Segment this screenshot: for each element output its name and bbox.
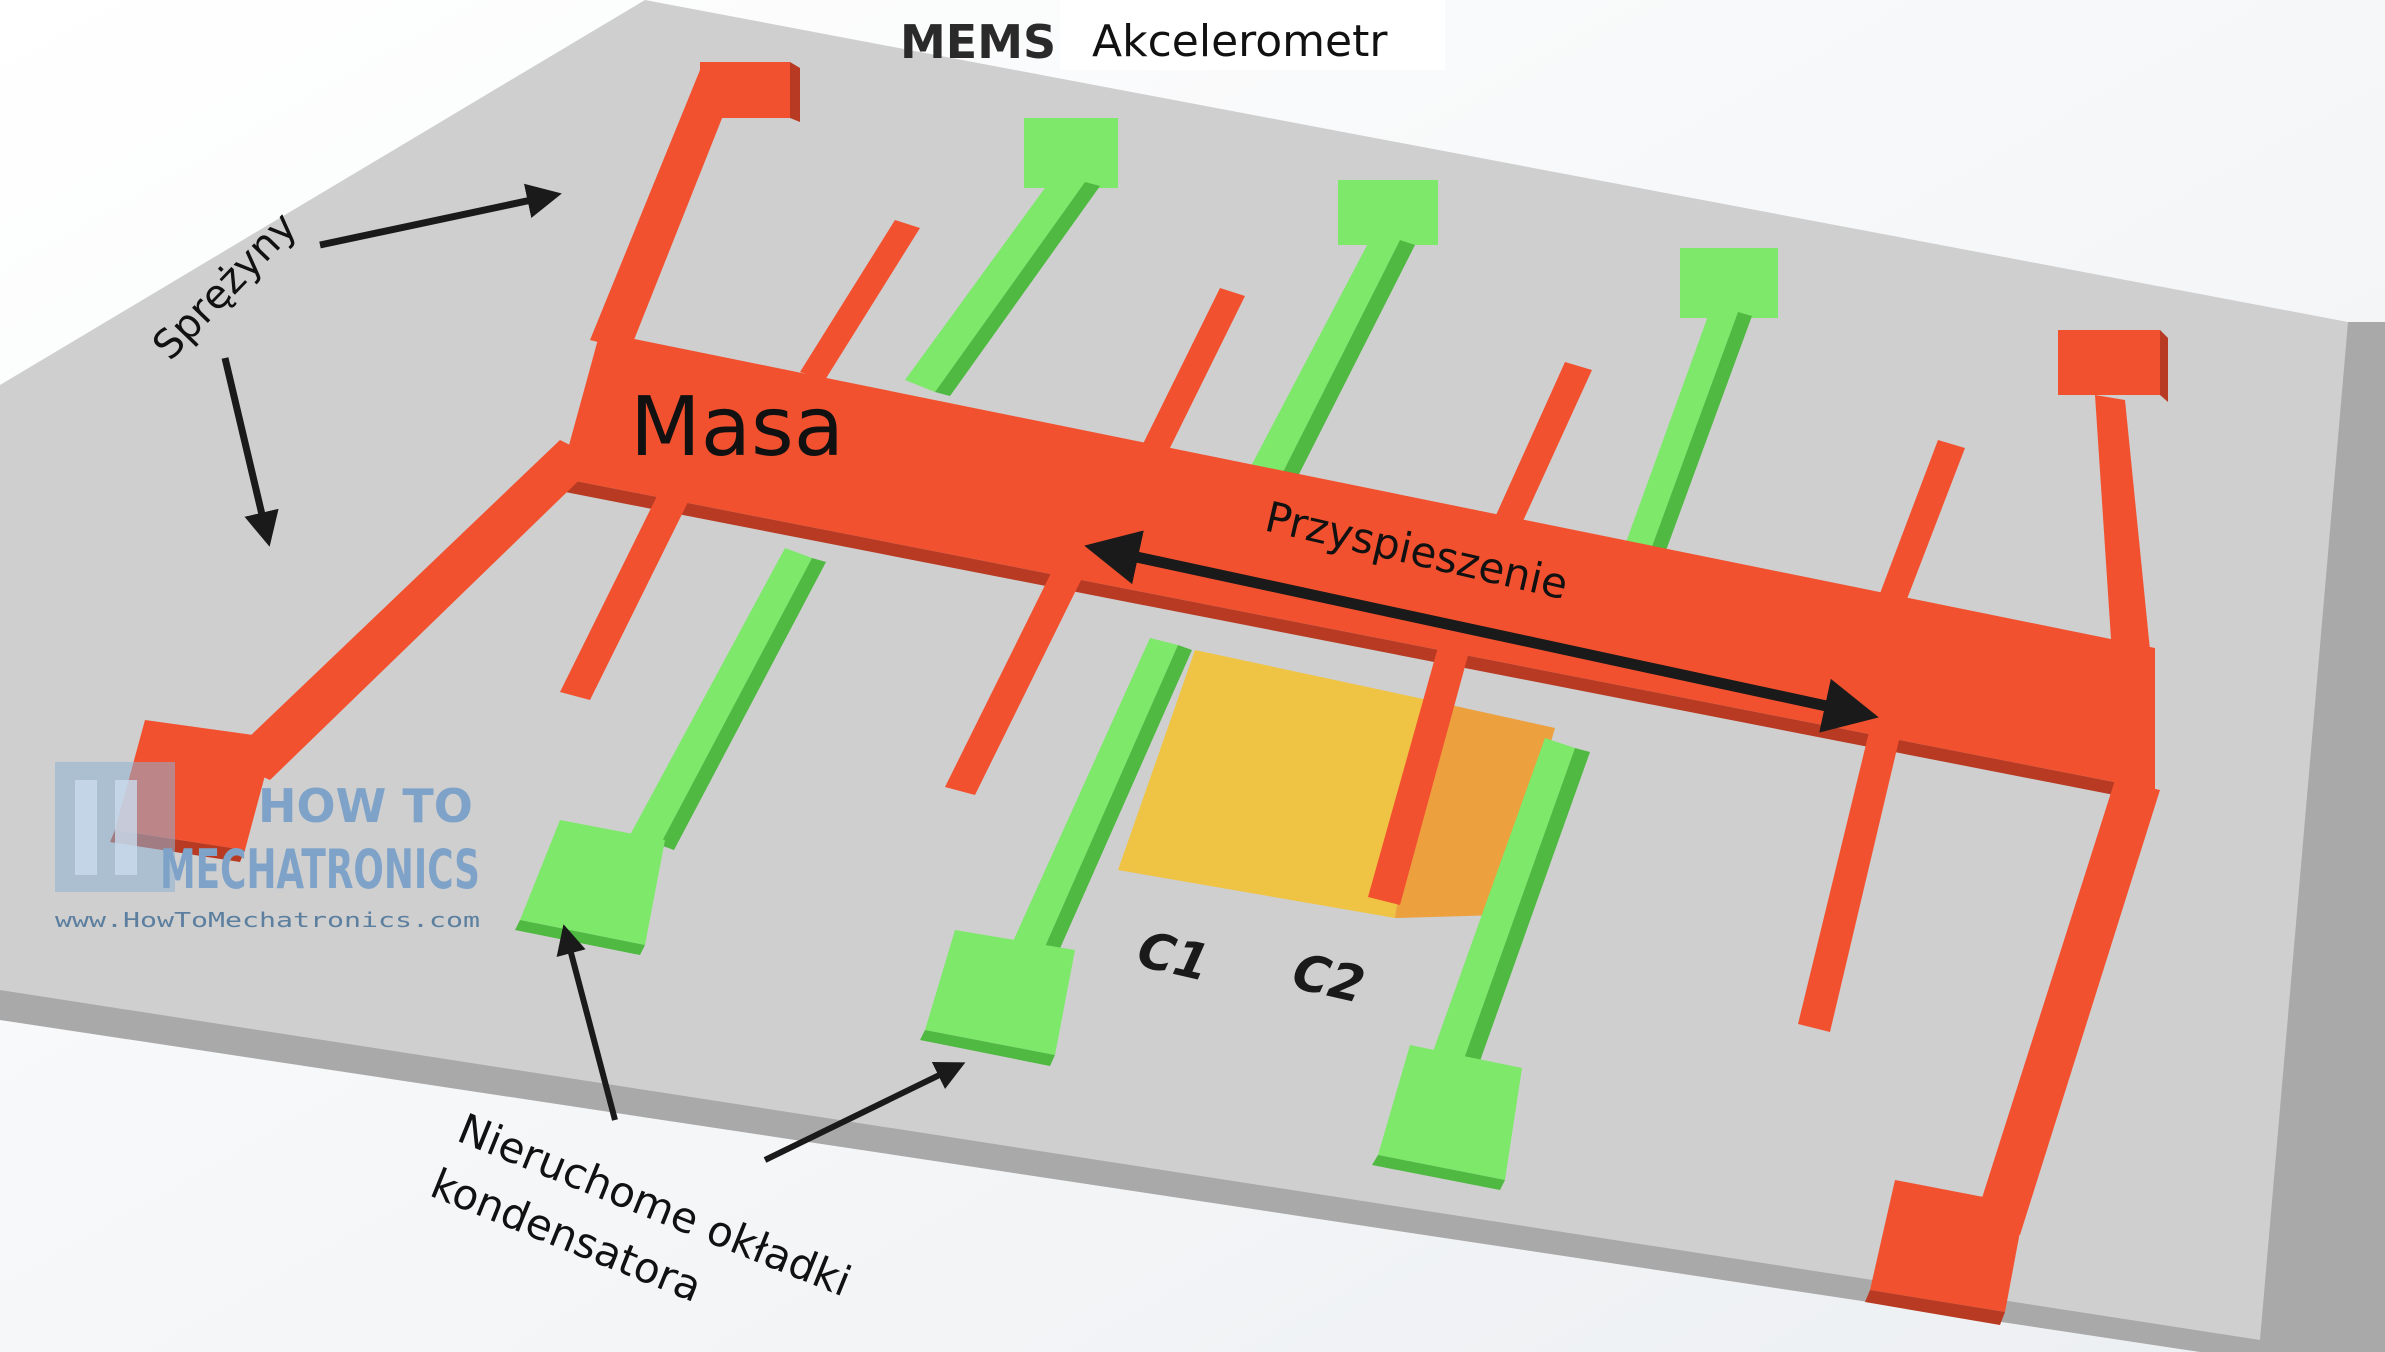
fixed-plate-upper-1 — [905, 118, 1118, 396]
watermark-line2: MECHATRONICS — [160, 838, 480, 901]
watermark: HOW TO MECHATRONICS www.HowToMechatronic… — [55, 762, 480, 932]
spring-right-upper — [2095, 395, 2155, 700]
annotation-arrows — [221, 183, 1879, 1163]
mass-finger-upper-3 — [1492, 362, 1592, 532]
watermark-line1: HOW TO — [258, 779, 473, 833]
fixed-plate-lower-1 — [515, 548, 826, 955]
mass-finger-upper-4 — [1876, 440, 1965, 612]
springs-arrow-down — [221, 357, 279, 547]
watermark-url: www.HowToMechatronics.com — [55, 908, 480, 932]
mass-finger-lower-2 — [945, 565, 1085, 795]
anchor-right-lower — [1870, 1180, 2025, 1312]
fixed-plate-upper-3 — [1625, 248, 1778, 556]
plates-arrow-1 — [556, 924, 618, 1121]
spring-right-lower — [1975, 780, 2160, 1235]
spring-left-lower — [225, 440, 600, 780]
mass-finger-upper-2 — [1140, 288, 1245, 458]
fixed-plate-upper-2 — [1250, 180, 1438, 482]
title-rest: Akcelerometr — [1092, 16, 1388, 67]
title: MEMS Akcelerometr — [900, 15, 1388, 69]
spring-left-upper — [590, 70, 738, 350]
mass-finger-lower-1 — [560, 490, 690, 700]
anchor-right-upper — [2058, 330, 2160, 395]
fixed-plate-lower-3 — [1372, 738, 1590, 1190]
springs-arrow-up — [319, 183, 562, 249]
anchor-left-upper — [700, 62, 790, 118]
plates-arrow-2 — [763, 1062, 966, 1163]
acceleration-arrow — [1084, 530, 1879, 733]
mass-finger-upper-1 — [800, 220, 920, 380]
fixed-plates — [515, 118, 1778, 1190]
title-bold: MEMS — [900, 15, 1056, 69]
title-backdrop — [1060, 0, 1445, 70]
mass-label: Masa — [630, 380, 844, 475]
mass-finger-lower-4 — [1798, 728, 1900, 1032]
